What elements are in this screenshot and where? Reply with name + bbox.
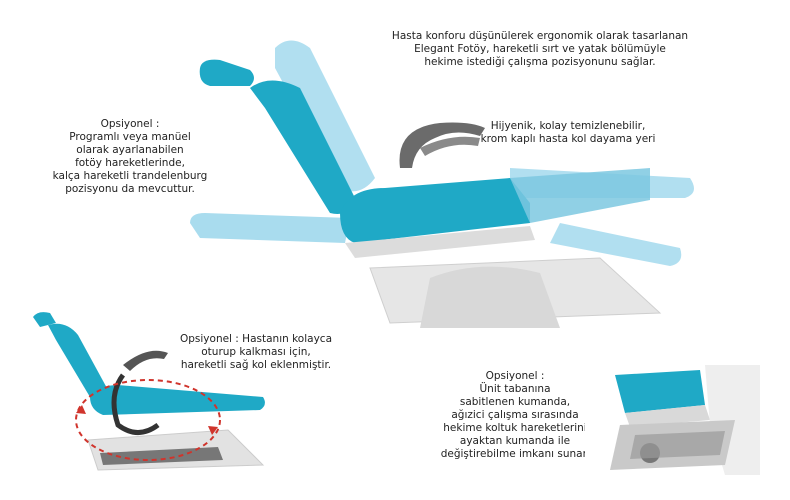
backrest [250,80,355,214]
seat [340,178,530,243]
armrest-note: Hijyenik, kolay temizlenebilir, krom kap… [480,120,656,145]
small-chair-illustration [33,312,265,471]
mid-optional-note: Opsiyonel : Hastanın kolayca oturup kalk… [179,333,333,371]
small-headrest [33,312,56,327]
main-chair-illustration [190,40,694,328]
headrest [199,59,254,86]
bottom-right-optional-note: Opsiyonel : Ünit tabanına sabitlenen kum… [440,370,590,460]
small-armrest [123,350,168,371]
foot-control-seat [615,370,705,413]
top-headline: Hasta konforu düşünülerek ergonomik olar… [391,30,689,68]
small-seat [90,385,265,415]
armrest-chrome [399,122,485,168]
ghost-backrest [275,40,375,192]
small-backrest [48,323,108,398]
left-optional-note: Opsiyonel : Programlı veya manüel olarak… [52,118,208,195]
foot-control-photo [585,365,760,475]
rotation-arrow [75,379,221,461]
